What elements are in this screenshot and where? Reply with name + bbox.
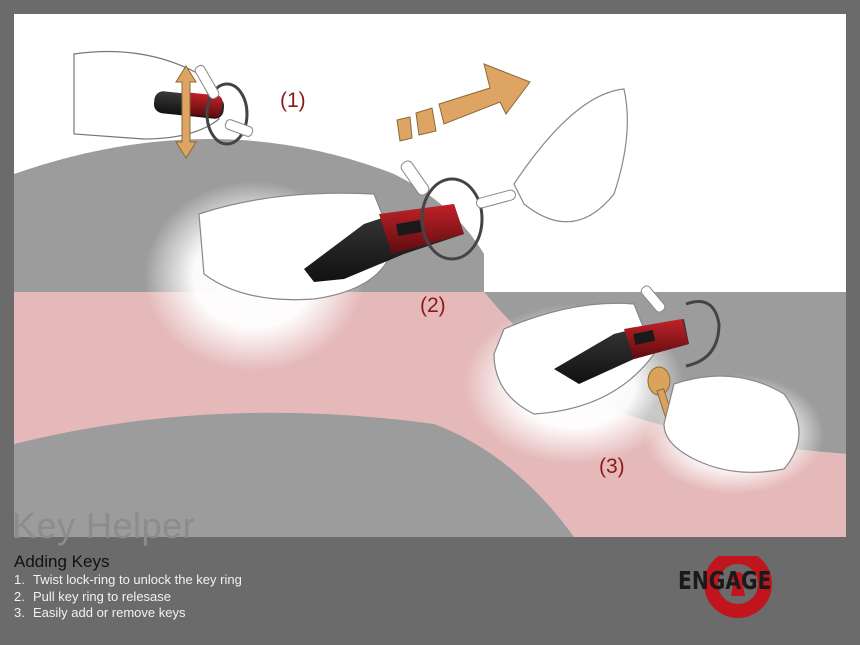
step-2-figure xyxy=(198,88,628,301)
logo-text: ENGAGE xyxy=(678,566,772,595)
step-1-figure xyxy=(73,50,254,159)
list-item: 3.Easily add or remove keys xyxy=(14,605,186,620)
gray-band-lower xyxy=(14,412,574,537)
hand-icon xyxy=(513,88,628,223)
step-label-1: (1) xyxy=(280,89,306,112)
step-label-3: (3) xyxy=(599,455,625,478)
twist-arrow-icon xyxy=(175,65,197,159)
step-3-figure xyxy=(493,285,800,473)
pull-arrow-icon xyxy=(396,63,531,142)
brand-logo: ENGAGE xyxy=(676,556,796,626)
step-label-2: (2) xyxy=(420,294,446,317)
key-ring-icon xyxy=(685,300,721,368)
page-title: Key Helper xyxy=(12,505,196,546)
list-item: 1.Twist lock-ring to unlock the key ring xyxy=(14,572,242,587)
section-subtitle: Adding Keys xyxy=(14,552,110,571)
instruction-illustration xyxy=(14,14,846,537)
hand-icon xyxy=(663,375,800,473)
steps-list: 1.Twist lock-ring to unlock the key ring… xyxy=(14,572,242,622)
list-item: 2.Pull key ring to relesase xyxy=(14,588,172,604)
key-ring-icon xyxy=(420,177,484,261)
illustration-panel: (1) (2) (3) xyxy=(14,14,846,537)
keyhole-icon xyxy=(704,556,772,618)
key-ring-icon xyxy=(205,82,249,146)
